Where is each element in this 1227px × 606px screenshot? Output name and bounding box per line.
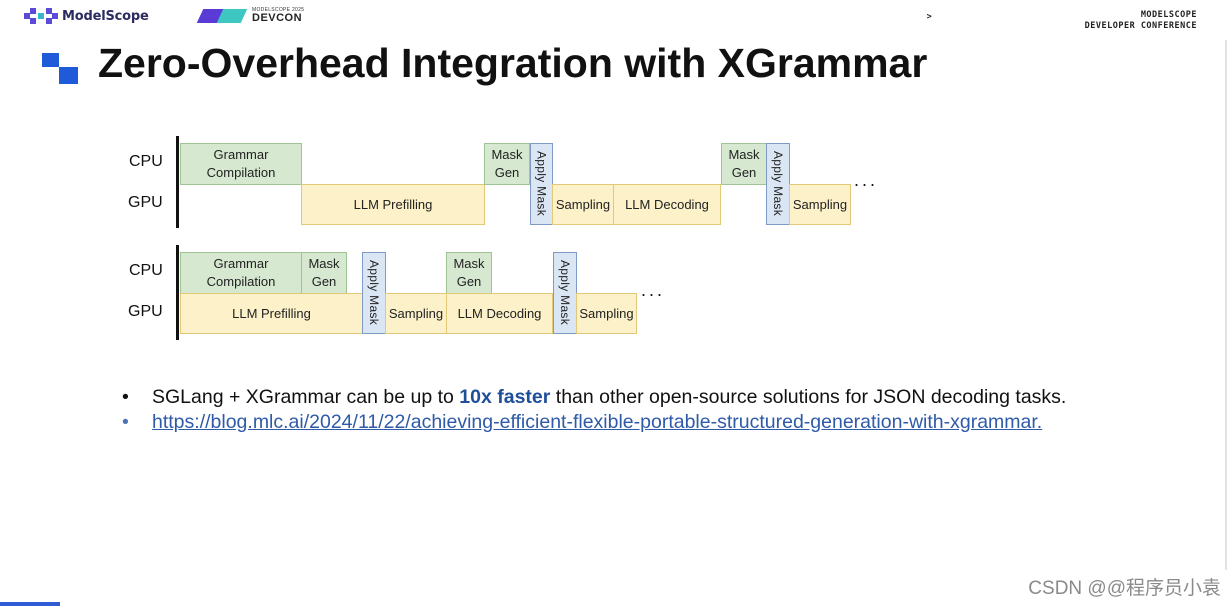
top-cpu-label: CPU xyxy=(129,153,163,170)
conference-line-2: DEVELOPER CONFERENCE xyxy=(1084,21,1197,31)
bottom-llm-prefilling-block: LLM Prefilling xyxy=(180,293,363,334)
bottom-cpu-label: CPU xyxy=(129,262,163,279)
bottom-llm-decoding-block: LLM Decoding xyxy=(446,293,553,334)
conference-line-1: MODELSCOPE xyxy=(1140,10,1197,20)
bullet-item-link: https://blog.mlc.ai/2024/11/22/achieving… xyxy=(122,410,1112,435)
top-mask-gen-block-2: Mask Gen xyxy=(721,143,767,185)
modelscope-logo-icon xyxy=(24,8,58,24)
right-edge-divider xyxy=(1225,40,1227,570)
title-square-icon xyxy=(42,53,80,85)
chevron-right-icon: > xyxy=(926,12,933,22)
devcon-logo-icon xyxy=(196,9,248,23)
bottom-apply-mask-block-2: Apply Mask xyxy=(553,252,577,334)
top-apply-mask-block-2: Apply Mask xyxy=(766,143,790,225)
top-sampling-block-2: Sampling xyxy=(789,184,851,225)
slide-title: Zero-Overhead Integration with XGrammar xyxy=(98,40,928,86)
top-ellipsis: ... xyxy=(854,170,879,190)
slide-header: ModelScope MODELSCOPE 2025 DEVCON > MODE… xyxy=(0,0,1227,36)
top-axis-line xyxy=(176,136,179,228)
top-gpu-label: GPU xyxy=(128,194,163,211)
bottom-apply-mask-block-1: Apply Mask xyxy=(362,252,386,334)
highlight-10x-faster: 10x faster xyxy=(459,386,551,408)
top-llm-decoding-block: LLM Decoding xyxy=(613,184,721,225)
top-llm-prefilling-block: LLM Prefilling xyxy=(301,184,485,225)
csdn-watermark: CSDN @@程序员小袁 xyxy=(1028,578,1221,599)
bottom-sampling-block-1: Sampling xyxy=(385,293,447,334)
conference-name: > MODELSCOPE DEVELOPER CONFERENCE xyxy=(927,10,1197,32)
top-apply-mask-block-1: Apply Mask xyxy=(530,143,553,225)
bottom-grammar-compilation-block: Grammar Compilation xyxy=(180,252,302,294)
devcon-logo: MODELSCOPE 2025 DEVCON xyxy=(196,7,305,24)
bottom-ellipsis: ... xyxy=(641,280,666,300)
bottom-mask-gen-block-1: Mask Gen xyxy=(301,252,347,294)
top-grammar-compilation-block: Grammar Compilation xyxy=(180,143,302,185)
corner-accent-bar xyxy=(0,602,60,606)
bottom-mask-gen-block-2: Mask Gen xyxy=(446,252,492,294)
bullet-list: SGLang + XGrammar can be up to 10x faste… xyxy=(122,385,1112,435)
timeline-diagram: CPU GPU Grammar Compilation LLM Prefilli… xyxy=(0,130,900,350)
bottom-axis-line xyxy=(176,245,179,340)
blog-link[interactable]: https://blog.mlc.ai/2024/11/22/achieving… xyxy=(152,411,1043,433)
bottom-gpu-label: GPU xyxy=(128,303,163,320)
devcon-small-text: MODELSCOPE 2025 xyxy=(252,7,305,13)
modelscope-logo: ModelScope xyxy=(24,8,149,24)
bottom-sampling-block-2: Sampling xyxy=(576,293,637,334)
top-mask-gen-block-1: Mask Gen xyxy=(484,143,530,185)
top-sampling-block-1: Sampling xyxy=(552,184,614,225)
devcon-big-text: DEVCON xyxy=(252,12,303,24)
modelscope-logo-text: ModelScope xyxy=(62,8,149,24)
bullet-item-performance: SGLang + XGrammar can be up to 10x faste… xyxy=(122,385,1112,410)
